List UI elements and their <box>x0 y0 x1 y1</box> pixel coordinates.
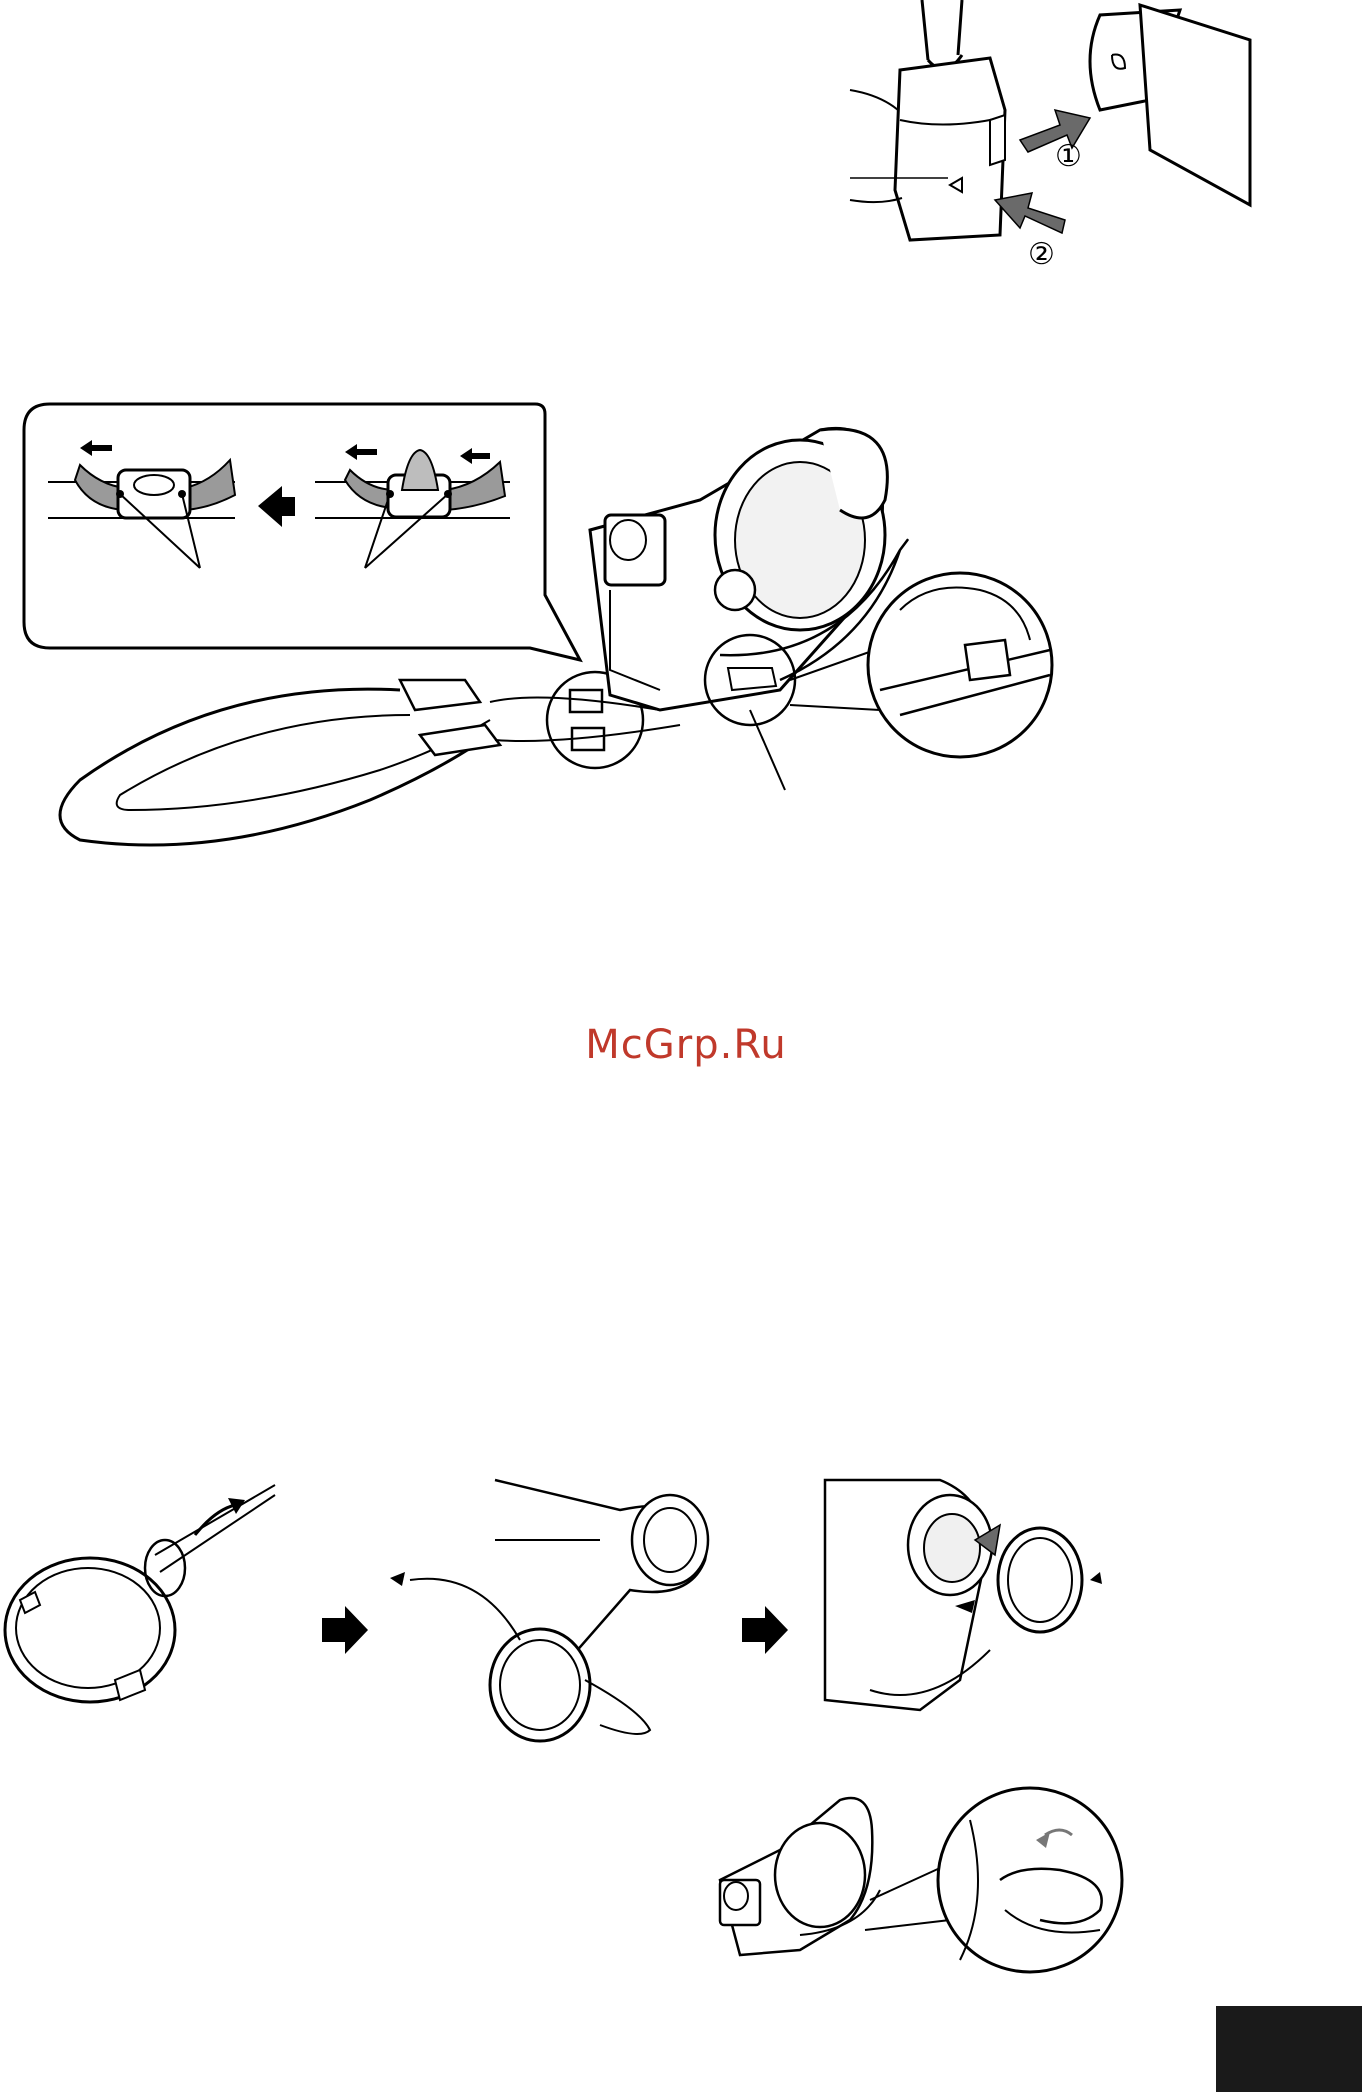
shoulder-strap-figure <box>20 390 1070 870</box>
lens-cap-strap-figure <box>0 1480 1372 1740</box>
page-tab <box>1216 2006 1362 2092</box>
step-2-label: ② <box>1028 240 1055 270</box>
arrow-right-icon <box>322 1606 368 1654</box>
arrow-right-icon <box>742 1606 788 1654</box>
lens-cap-attach-figure <box>700 1780 1180 2010</box>
detail-callout-box <box>24 404 580 660</box>
battery-attach-figure: ① ② <box>850 0 1270 285</box>
watermark-text: McGrp.Ru <box>0 1022 1372 1068</box>
step-1-label: ① <box>1055 142 1082 172</box>
